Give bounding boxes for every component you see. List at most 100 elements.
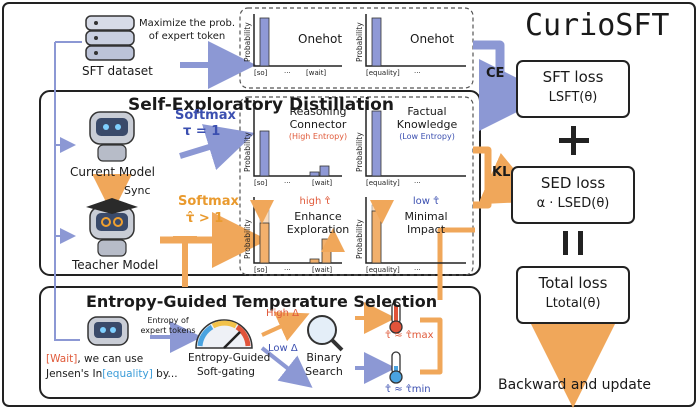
enhance-exploration-bar-1 — [259, 222, 270, 264]
egts-frame — [39, 286, 481, 399]
factual-label-1: Factual — [407, 105, 447, 118]
reasoning-label-2: Connector — [289, 118, 347, 131]
minimal-label-1: Minimal — [404, 210, 448, 223]
database-icon — [85, 15, 135, 61]
tau-teacher-label: τ̂ > 1 — [186, 211, 224, 226]
reasoning-connector-tick-2: [wait] — [312, 179, 332, 187]
enhance-label-2: Exploration — [286, 223, 350, 236]
high-delta-label: High Δ — [266, 308, 300, 319]
total-loss-title: Total loss — [538, 274, 608, 292]
dataset-label: SFT dataset — [82, 64, 153, 78]
reasoning-connector-tick-0: [so] — [254, 179, 268, 187]
enhance-exploration-tick-1: ··· — [284, 266, 291, 274]
example-equality-token: [equality] — [102, 368, 153, 380]
softmax-current-label: Softmax — [175, 108, 236, 123]
panel-group-mid — [239, 96, 474, 276]
factual-entropy: (Low Entropy) — [399, 132, 455, 141]
gating-label-1: Entropy-Guided — [188, 352, 271, 364]
onehot-right-ylabel: Probability — [355, 22, 364, 62]
softmax-teacher-label: Softmax — [178, 194, 239, 209]
egts-bracket — [420, 227, 475, 375]
factual-knowledge-tick-0: [equality] — [366, 179, 400, 187]
minimal-impact-ylabel: Probability — [355, 219, 364, 259]
onehot-right-bar-0 — [371, 17, 382, 67]
sync-label: Sync — [124, 184, 151, 197]
reasoning-connector-bar-1 — [309, 171, 320, 177]
low-delta-label: Low Δ — [268, 343, 298, 354]
example-mid-text: , we can use — [77, 353, 144, 365]
ce-label: CE — [486, 66, 505, 81]
total-loss-box: Total loss Ltotal(θ) — [516, 266, 630, 324]
factual-knowledge-tick-1: ··· — [414, 179, 421, 187]
enhance-label-1: Enhance — [294, 210, 342, 223]
backward-label: Backward and update — [498, 377, 651, 393]
egts-title: Entropy-Guided Temperature Selection — [86, 292, 438, 311]
example-line-1: [Wait], we can use — [46, 353, 143, 365]
enhance-exploration-bar-2 — [309, 258, 320, 264]
equals-sign — [563, 231, 583, 255]
maximize-caption-2: of expert token — [148, 31, 226, 42]
gauge-icon — [195, 319, 253, 349]
thermometer-high-icon — [389, 301, 403, 334]
factual-knowledge-bar-0 — [371, 110, 382, 177]
onehot-left-label: Onehot — [298, 32, 343, 46]
onehot-left-axes — [253, 14, 342, 67]
sft-loss-title: SFT loss — [542, 68, 604, 86]
kl-label: KL — [492, 165, 511, 180]
onehot-left-tick-1: ··· — [284, 69, 291, 77]
onehot-left-tick-2: [wait] — [306, 69, 326, 77]
high-tau-label: high τ̂ — [299, 196, 331, 207]
thermometer-low-icon — [389, 351, 403, 384]
sed-title: Self-Exploratory Distillation — [128, 95, 394, 115]
onehot-left-tick-0: [so] — [254, 69, 268, 77]
entropy-caption-1: Entropy of — [147, 316, 189, 325]
factual-knowledge-axes — [365, 100, 466, 177]
onehot-right-label: Onehot — [410, 32, 455, 46]
plus-sign — [559, 126, 589, 155]
tee-bar — [173, 236, 197, 242]
onehot-right-tick-0: [equality] — [366, 69, 400, 77]
total-loss-formula: Ltotal(θ) — [545, 296, 601, 311]
page-title: CurioSFT — [525, 8, 670, 43]
onehot-right-axes — [365, 14, 466, 67]
sed-loss-formula: α · LSED(θ) — [536, 196, 610, 211]
example-line2b-text: by... — [152, 368, 178, 380]
kl-arrow — [473, 146, 515, 205]
tau-current-label: τ = 1 — [183, 124, 221, 139]
reasoning-entropy: (High Entropy) — [288, 132, 348, 141]
reasoning-connector-bar-2 — [319, 165, 330, 177]
teacher-model-robot-icon — [86, 198, 138, 257]
entropy-caption-2: expert tokens — [140, 326, 196, 335]
enhance-exploration-tick-2: [wait] — [312, 266, 332, 274]
minimal-impact-tick-1: ··· — [414, 266, 421, 274]
high-delta-arrow — [261, 312, 310, 342]
ce-arrow — [473, 40, 551, 131]
example-wait-token: [Wait] — [46, 353, 78, 365]
reasoning-label-1: Reasoning — [289, 105, 347, 118]
enhance-exploration-ylabel: Probability — [243, 219, 252, 259]
enhance-exploration-bar-3 — [321, 238, 332, 264]
sft-loss-box: SFT loss LSFT(θ) — [516, 60, 630, 118]
sft-loss-formula: LSFT(θ) — [548, 90, 598, 105]
minimal-impact-tick-0: [equality] — [366, 266, 400, 274]
low-delta-arrow — [260, 346, 313, 388]
magnifier-icon — [307, 315, 344, 352]
egts-robot-icon — [87, 316, 129, 346]
minimal-impact-bar-1 — [371, 210, 382, 264]
gating-label-2: Soft-gating — [197, 366, 255, 378]
low-tau-label: low τ̂ — [412, 196, 440, 207]
factual-label-2: Knowledge — [396, 118, 458, 131]
sed-loss-box: SED loss α · LSED(θ) — [511, 166, 635, 224]
reasoning-connector-tick-1: ··· — [284, 179, 291, 187]
binary-search-label-1: Binary — [306, 351, 342, 364]
reasoning-connector-bar-0 — [259, 130, 270, 177]
tau-min-label: τ̂ ≈ τ̂min — [385, 384, 431, 395]
example-line2a-text: Jensen's In — [46, 368, 103, 380]
tau-max-label: τ̂ ≈ τ̂max — [385, 330, 434, 341]
enhance-exploration-tick-0: [so] — [254, 266, 268, 274]
current-model-label: Current Model — [70, 165, 155, 179]
minimal-impact-axes — [365, 197, 466, 264]
left-connector-line — [54, 42, 80, 341]
factual-knowledge-ylabel: Probability — [355, 132, 364, 172]
